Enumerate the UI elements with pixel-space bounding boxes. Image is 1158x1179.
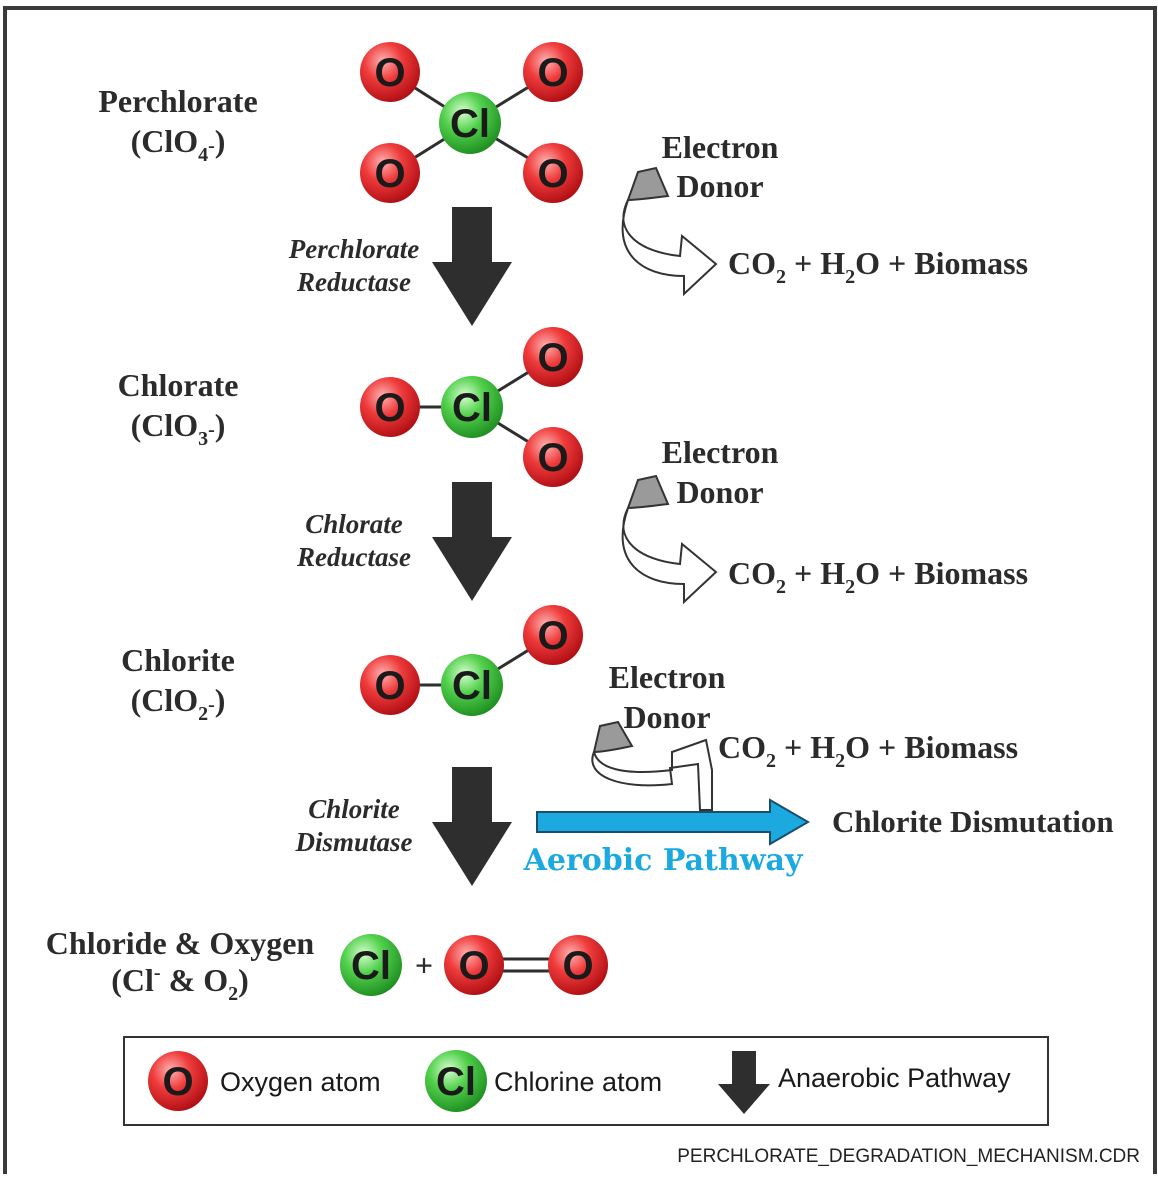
species-label-chlorate: Chlorate (ClO3-) — [118, 367, 239, 450]
legend-oxygen-icon: O — [148, 1051, 208, 1111]
oxygen-atom: O — [523, 42, 583, 102]
enzyme-label-perchlorate-reductase: Perchlorate Reductase — [288, 234, 419, 297]
svg-text:Cl: Cl — [450, 102, 490, 146]
svg-text:(ClO4-): (ClO4-) — [131, 123, 226, 166]
oxygen-atom: O — [444, 935, 504, 995]
svg-text:Chlorite: Chlorite — [121, 642, 235, 678]
svg-text:CO2 + H2O + Biomass: CO2 + H2O + Biomass — [718, 729, 1018, 772]
oxygen-atom: O — [523, 427, 583, 487]
svg-text:O: O — [162, 1060, 193, 1104]
electron-donor-group: Electron Donor CO2 + H2O + Biomass — [621, 129, 1028, 297]
svg-text:Electron: Electron — [662, 129, 779, 165]
legend-anaerobic-label: Anaerobic Pathway — [778, 1063, 1011, 1093]
chlorine-atom: Cl — [441, 376, 503, 438]
svg-text:Donor: Donor — [676, 168, 763, 204]
aerobic-pathway-label: Aerobic Pathway — [523, 843, 804, 878]
legend-anaerobic-arrow-icon — [718, 1051, 770, 1114]
oxygen-atom: O — [360, 377, 420, 437]
chlorite-dismutation-label: Chlorite Dismutation — [832, 804, 1114, 839]
legend-box — [123, 1036, 1049, 1126]
svg-text:Perchlorate: Perchlorate — [288, 234, 419, 264]
svg-text:(ClO3-): (ClO3-) — [131, 407, 226, 450]
curved-arrow-icon — [621, 199, 718, 297]
svg-text:Cl: Cl — [436, 1060, 476, 1104]
anaerobic-arrow-down — [432, 482, 512, 601]
svg-text:Cl: Cl — [452, 386, 492, 430]
chlorate-molecule: O O O Cl — [360, 327, 583, 487]
species-label-chloride-oxygen: Chloride & Oxygen (Cl- & O2) — [46, 925, 315, 1005]
svg-text:Chlorite: Chlorite — [308, 794, 400, 824]
electron-donor-tab-icon — [626, 166, 670, 202]
electron-donor-group: Electron Donor CO2 + H2O + Biomass — [591, 659, 1018, 811]
svg-text:Reductase: Reductase — [296, 542, 411, 572]
svg-text:Chlorate: Chlorate — [118, 367, 239, 403]
electron-donor-group: Electron Donor CO2 + H2O + Biomass — [621, 434, 1028, 605]
perchlorate-molecule: O O O O Cl — [360, 42, 583, 203]
enzyme-label-chlorite-dismutase: Chlorite Dismutase — [294, 794, 412, 857]
svg-text:O: O — [537, 614, 568, 658]
oxygen-atom: O — [523, 143, 583, 203]
svg-text:Donor: Donor — [676, 474, 763, 510]
svg-text:Perchlorate: Perchlorate — [98, 83, 257, 119]
oxygen-atom: O — [523, 327, 583, 387]
svg-text:Reductase: Reductase — [296, 267, 411, 297]
anaerobic-arrow-down — [432, 207, 512, 326]
oxygen-atom: O — [360, 655, 420, 715]
legend: O Oxygen atom Cl Chlorine atom Anaerobic… — [123, 1036, 1049, 1126]
svg-text:(Cl- & O2): (Cl- & O2) — [111, 962, 249, 1005]
footer-filename: PERCHLORATE_DEGRADATION_MECHANISM.CDR — [677, 1146, 1140, 1167]
svg-text:Electron: Electron — [609, 659, 726, 695]
curved-arrow-icon — [591, 738, 713, 811]
svg-text:O: O — [537, 51, 568, 95]
svg-text:O: O — [374, 152, 405, 196]
electron-donor-tab-icon — [592, 720, 634, 754]
svg-text:O: O — [562, 944, 593, 988]
page-frame — [3, 6, 1157, 1179]
species-label-perchlorate: Perchlorate (ClO4-) — [98, 83, 257, 166]
svg-text:Chlorate: Chlorate — [305, 509, 403, 539]
svg-text:CO2 + H2O + Biomass: CO2 + H2O + Biomass — [728, 555, 1028, 598]
chlorine-atom: Cl — [441, 654, 503, 716]
svg-text:Cl: Cl — [452, 664, 492, 708]
legend-oxygen-label: Oxygen atom — [220, 1067, 381, 1097]
oxygen-atom: O — [360, 143, 420, 203]
svg-text:O: O — [537, 436, 568, 480]
aerobic-arrow — [536, 798, 810, 846]
electron-donor-tab-icon — [626, 474, 670, 510]
enzyme-label-chlorate-reductase: Chlorate Reductase — [296, 509, 411, 572]
anaerobic-arrows — [432, 207, 512, 886]
svg-text:O: O — [374, 51, 405, 95]
svg-text:Electron: Electron — [662, 434, 779, 470]
curved-arrow-icon — [621, 507, 718, 605]
svg-text:Cl: Cl — [351, 944, 391, 988]
oxygen-atom: O — [523, 605, 583, 665]
plus-sign: + — [415, 947, 433, 983]
chloride-oxygen-products: Cl + O O — [340, 934, 608, 996]
chlorite-molecule: O O Cl — [360, 605, 583, 716]
svg-text:O: O — [537, 152, 568, 196]
svg-text:O: O — [374, 664, 405, 708]
svg-text:O: O — [458, 944, 489, 988]
chlorine-atom: Cl — [439, 92, 501, 154]
svg-text:(ClO2-): (ClO2-) — [131, 682, 226, 725]
chlorine-atom: Cl — [340, 934, 402, 996]
svg-text:O: O — [374, 386, 405, 430]
oxygen-atom: O — [360, 42, 420, 102]
svg-text:O: O — [537, 336, 568, 380]
svg-text:Donor: Donor — [623, 699, 710, 735]
svg-text:Dismutase: Dismutase — [294, 827, 412, 857]
anaerobic-arrow-down — [432, 767, 512, 886]
svg-text:CO2 + H2O + Biomass: CO2 + H2O + Biomass — [728, 245, 1028, 288]
legend-chlorine-label: Chlorine atom — [494, 1067, 662, 1097]
oxygen-atom: O — [548, 935, 608, 995]
species-label-chlorite: Chlorite (ClO2-) — [121, 642, 235, 725]
svg-text:Chloride & Oxygen: Chloride & Oxygen — [46, 925, 315, 961]
legend-chlorine-icon: Cl — [425, 1050, 487, 1112]
